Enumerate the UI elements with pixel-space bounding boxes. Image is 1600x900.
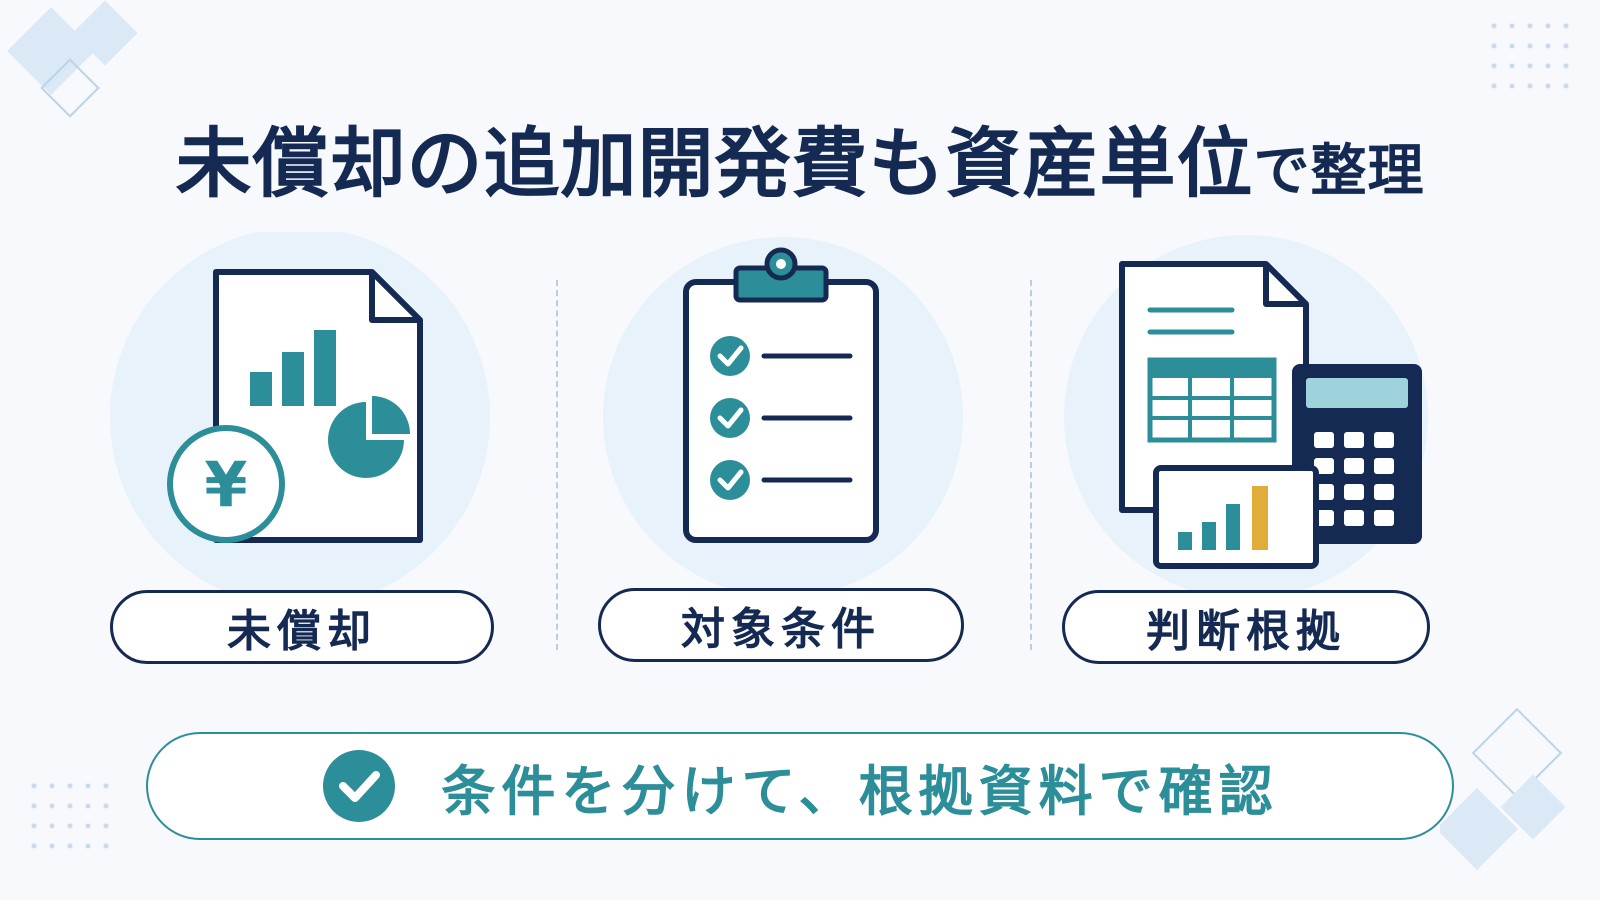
decor-dots-bottom-left bbox=[31, 783, 109, 849]
decor-diamonds-top-left bbox=[7, 0, 138, 118]
label-basis: 判断根拠 bbox=[1062, 590, 1430, 664]
spreadsheet-calculator-icon bbox=[1064, 235, 1428, 592]
decor-diamonds-bottom-right bbox=[1440, 707, 1566, 871]
column-basis: 判断根拠 bbox=[1056, 232, 1456, 692]
column-divider bbox=[1030, 280, 1032, 650]
summary-banner: 条件を分けて、根拠資料で確認 bbox=[146, 732, 1454, 840]
decor-dots-top-right bbox=[1491, 23, 1569, 89]
page-title: 未償却の追加開発費も資産単位で整理 bbox=[0, 102, 1600, 212]
clipboard-checklist-icon bbox=[603, 237, 963, 592]
title-main: 未償却の追加開発費も資産単位 bbox=[175, 119, 1254, 208]
banner-text: 条件を分けて、根拠資料で確認 bbox=[441, 759, 1279, 823]
document-chart-yen-icon: ¥ bbox=[110, 232, 490, 592]
column-divider bbox=[556, 280, 558, 650]
column-unamortized: ¥ 未償却 bbox=[110, 232, 510, 692]
label-target-conditions: 対象条件 bbox=[598, 588, 964, 662]
label-unamortized: 未償却 bbox=[110, 590, 494, 664]
column-target-conditions: 対象条件 bbox=[598, 232, 998, 692]
svg-text:¥: ¥ bbox=[204, 448, 247, 521]
title-suffix: で整理 bbox=[1253, 139, 1425, 204]
check-circle-icon bbox=[323, 750, 396, 822]
